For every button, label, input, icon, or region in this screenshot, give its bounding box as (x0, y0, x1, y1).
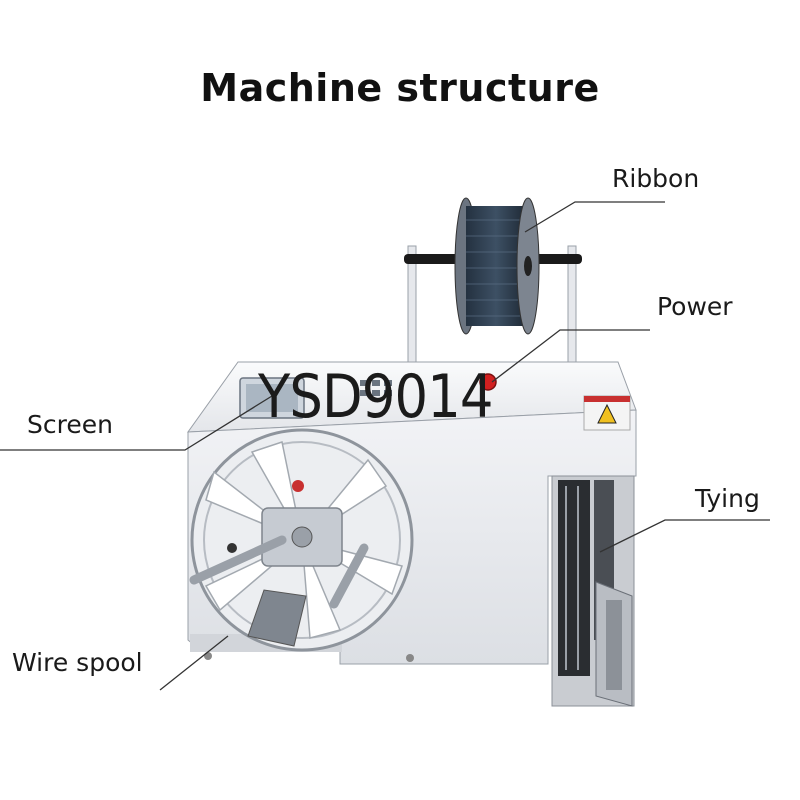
diagram-title: Machine structure (200, 66, 600, 110)
tying-leader-line (599, 519, 770, 553)
label-screen: Screen (27, 410, 113, 439)
wire-spool-wheel (189, 428, 414, 652)
control-screen (239, 377, 392, 419)
power-button (479, 373, 497, 391)
label-tying: Tying (695, 484, 760, 513)
label-wire-spool: Wire spool (12, 648, 143, 677)
label-power: Power (657, 292, 733, 321)
power-leader-line (491, 329, 650, 383)
warning-sticker (583, 395, 631, 431)
tying-mechanism (551, 475, 635, 707)
wire-spool-leader-line (159, 635, 229, 691)
ribbon-spool (454, 197, 540, 335)
leader-lines (0, 201, 770, 691)
label-ribbon: Ribbon (612, 164, 700, 193)
screen-leader-line (0, 395, 273, 451)
ribbon-leader-line (524, 201, 665, 233)
model-number: YSD9014 (258, 362, 494, 432)
